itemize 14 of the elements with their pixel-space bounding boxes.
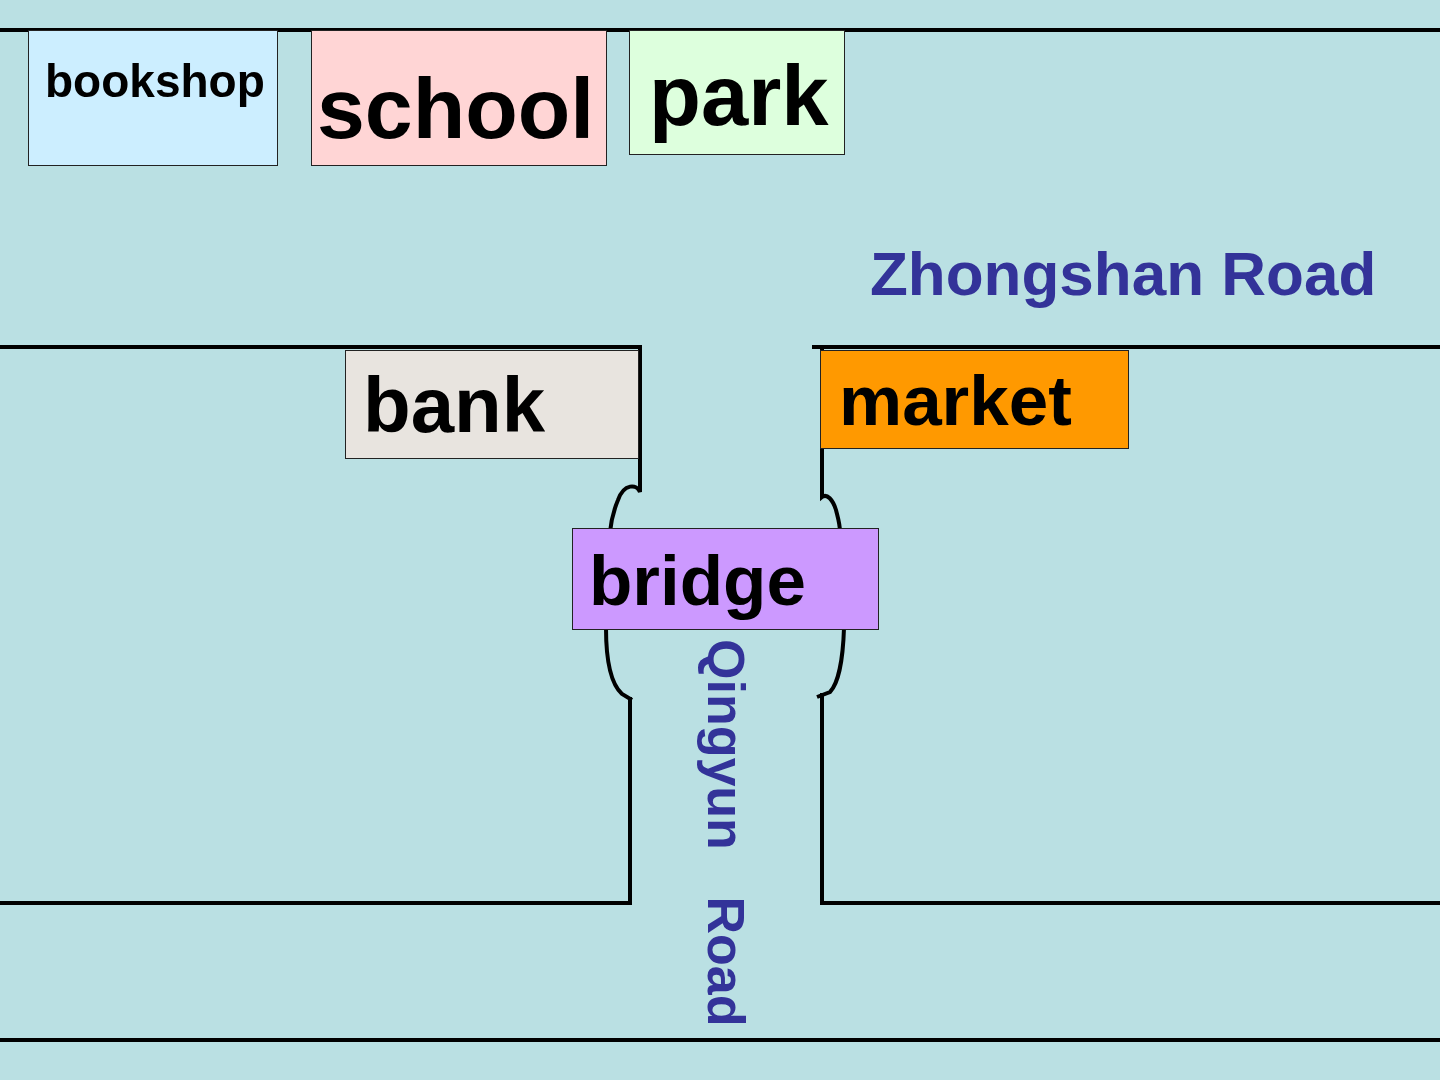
place-name: school — [317, 59, 595, 158]
place-box — [311, 30, 607, 166]
place-box — [345, 350, 639, 459]
place-name: bank — [363, 360, 546, 451]
place-name: bridge — [589, 540, 806, 622]
road-name: Zhongshan Road — [870, 238, 1377, 310]
place-name: park — [649, 47, 829, 145]
place-name: market — [839, 360, 1072, 442]
place-box — [820, 350, 1129, 449]
place-name: bookshop — [45, 54, 265, 109]
place-box — [28, 30, 278, 166]
place-box — [629, 30, 845, 155]
place-box — [572, 528, 879, 630]
road-name: Qingyun Road — [696, 639, 756, 1027]
